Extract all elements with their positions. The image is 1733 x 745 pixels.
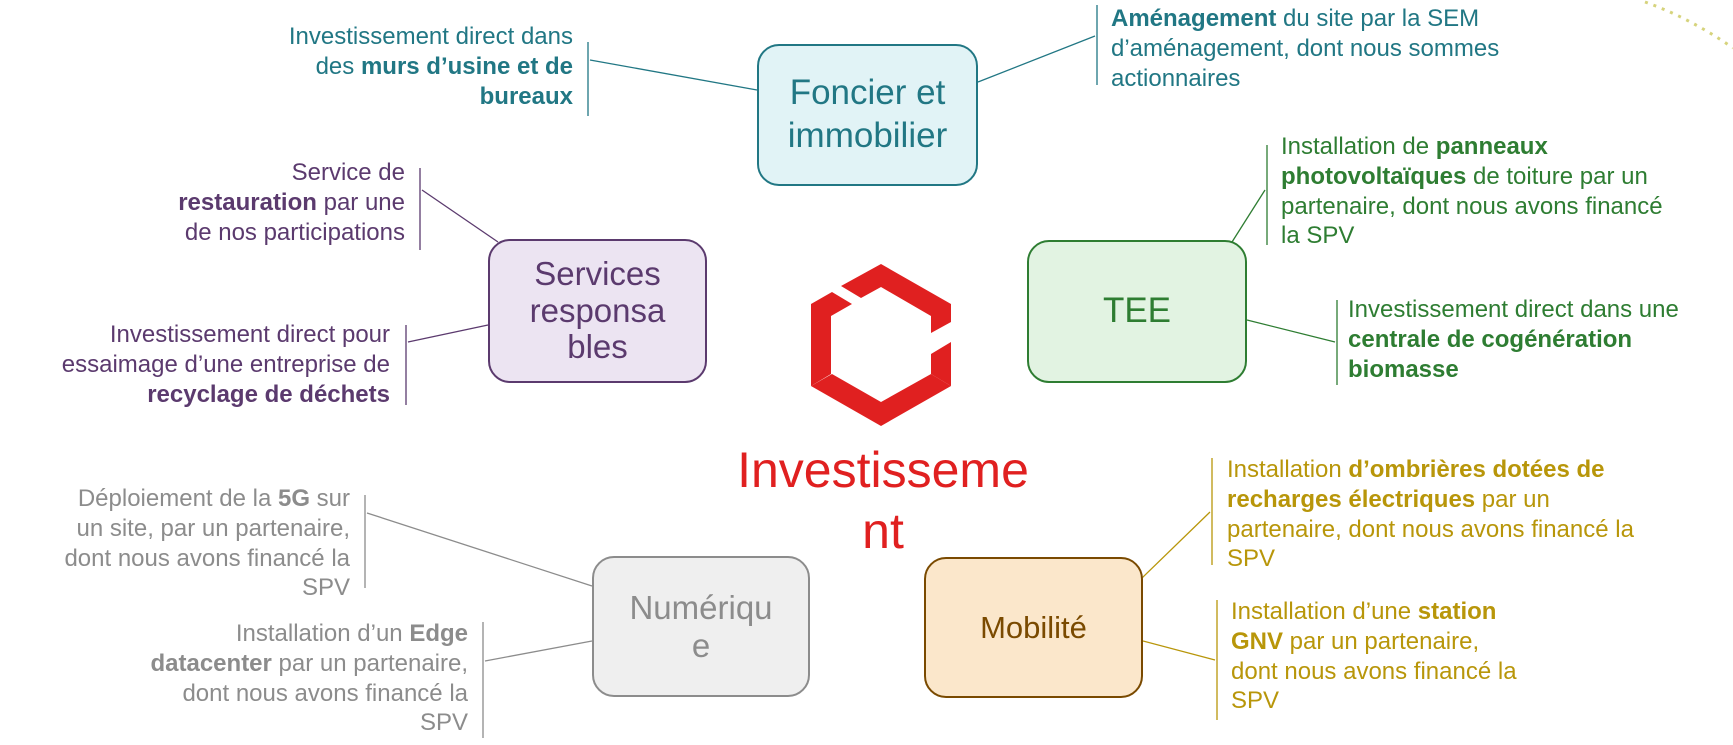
node-services-responsables: Services responsa bles	[488, 239, 707, 383]
note-mobilite-bottom: Installation d’une station GNV par un pa…	[1231, 598, 1517, 715]
center-label: Investisseme nt	[728, 440, 1038, 562]
center-label-line1: Investisseme	[737, 442, 1029, 498]
note-services-top: Service de restauration par une de nos p…	[178, 159, 405, 246]
connector-foncier-right	[977, 35, 1096, 83]
node-foncier-line1: Foncier et	[789, 73, 946, 113]
hexagon-logo-icon	[811, 264, 951, 426]
note-mobilite-top: Installation d’ombrières dotées de recha…	[1227, 456, 1634, 573]
connector-mobilite-top	[1141, 511, 1211, 579]
node-tee: TEE	[1027, 240, 1247, 383]
note-services-bottom: Investissement direct pour essaimage d’u…	[61, 321, 390, 408]
connector-numerique-top	[366, 512, 593, 587]
node-foncier-immobilier: Foncier et immobilier	[757, 44, 978, 186]
note-foncier-left: Investissement direct dans des murs d’us…	[288, 23, 573, 110]
decorative-arc	[1644, 0, 1733, 50]
center-label-line2: nt	[862, 503, 904, 559]
note-foncier-right: Aménagement du site par la SEM d’aménage…	[1111, 5, 1500, 92]
connector-services-top	[421, 189, 499, 243]
note-numerique-bottom: Installation d’un Edge datacenter par un…	[150, 620, 468, 737]
connector-services-bottom	[407, 324, 489, 343]
note-tee-top: Installation de panneaux photovoltaïques…	[1281, 133, 1663, 250]
connector-tee-bottom	[1246, 319, 1336, 343]
connector-tee-top	[1231, 189, 1266, 243]
node-services-line1: Services	[534, 254, 661, 292]
node-foncier-line2: immobilier	[787, 116, 948, 155]
node-services-line2: responsa	[529, 291, 666, 329]
connector-mobilite-bottom	[1142, 640, 1216, 661]
note-numerique-top: Déploiement de la 5G sur un site, par un…	[64, 485, 350, 602]
node-mobilite-label: Mobilité	[980, 609, 1087, 645]
node-numerique-line1: Numériqu	[629, 588, 773, 626]
node-services-line3: bles	[567, 328, 628, 366]
node-mobilite: Mobilité	[924, 557, 1143, 698]
connector-numerique-bottom	[484, 640, 593, 662]
note-tee-bottom: Investissement direct dans une centrale …	[1348, 296, 1679, 383]
node-numerique: Numériqu e	[592, 556, 810, 697]
node-tee-label: TEE	[1102, 291, 1172, 331]
connector-foncier-left	[589, 59, 758, 91]
node-numerique-line2: e	[691, 626, 711, 664]
